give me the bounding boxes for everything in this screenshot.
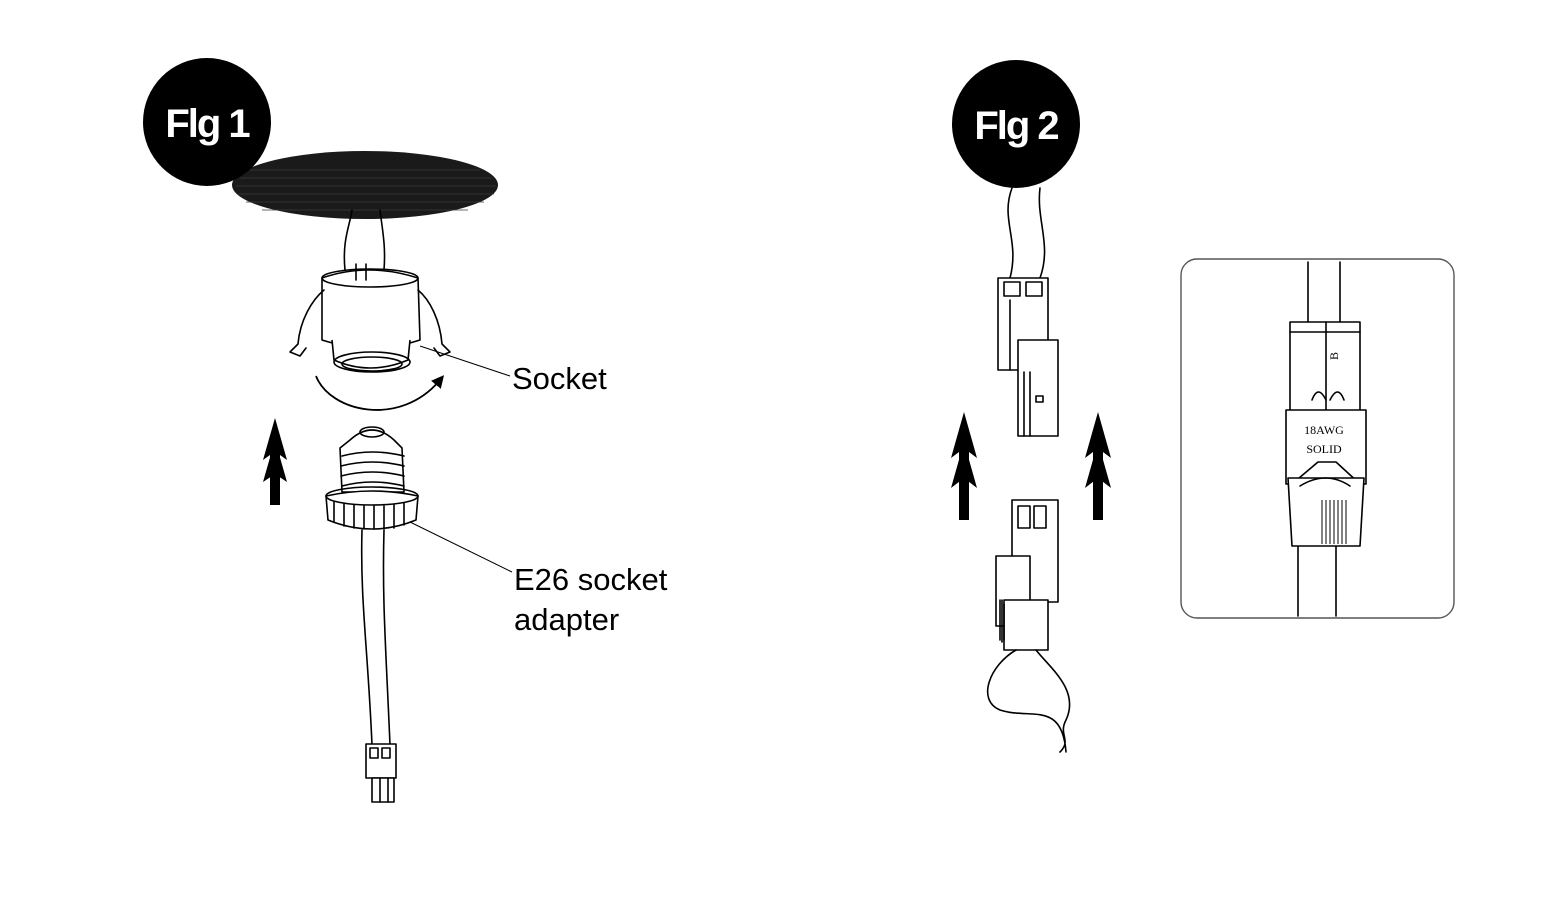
fig2-badge: Flg 2 <box>952 60 1080 188</box>
top-wires <box>1007 187 1046 279</box>
rotate-arrow-icon <box>315 375 445 411</box>
adapter-label-line2: adapter <box>514 602 619 637</box>
figure-1: Flg 1 Socket <box>143 58 668 803</box>
socket <box>289 263 451 373</box>
socket-leader <box>419 345 511 377</box>
fig2-badge-text: Flg 2 <box>974 104 1058 148</box>
ceiling-canopy <box>232 151 498 219</box>
socket-label: Socket <box>512 361 607 396</box>
adapter-label-line1: E26 socket <box>514 562 668 597</box>
adapter-leader <box>409 521 513 573</box>
socket-wires <box>343 209 386 271</box>
canopy-texture <box>236 169 496 211</box>
adapter-cable <box>360 529 391 746</box>
inset-ribbing <box>1321 500 1347 544</box>
push-arrow-right-icon <box>1085 412 1111 520</box>
upper-connector <box>997 277 1059 437</box>
bottom-wires <box>986 649 1071 753</box>
fig1-badge-text: Flg 1 <box>165 102 250 146</box>
push-arrow-icon <box>263 418 287 505</box>
lower-connector <box>995 499 1059 651</box>
e26-adapter <box>325 426 419 530</box>
figure-2: Flg 2 <box>951 60 1455 753</box>
fig1-badge: Flg 1 <box>143 58 271 186</box>
inset-wire-gauge: 18AWG <box>1304 423 1344 437</box>
inset-wire-type: SOLID <box>1306 442 1342 456</box>
fig1-connector <box>365 743 397 803</box>
inset-detail: B 18AWG SOLID <box>1180 258 1455 619</box>
push-arrow-left-icon <box>951 412 977 520</box>
inset-connector-letter: B <box>1327 352 1341 360</box>
